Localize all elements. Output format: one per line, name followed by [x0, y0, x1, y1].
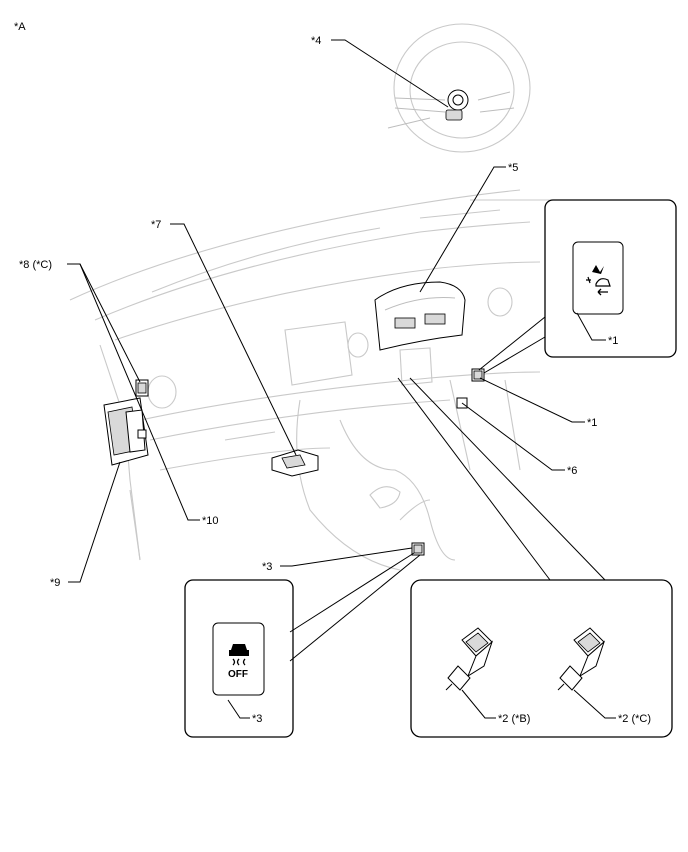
leader-lines [67, 39, 616, 719]
callout-2b: *2 (*B) [498, 713, 530, 725]
figure-label: *A [14, 21, 26, 33]
callout-7: *7 [151, 219, 161, 231]
callout-5: *5 [508, 162, 518, 174]
callout-8: *8 (*C) [19, 259, 52, 271]
callout-9: *9 [50, 577, 60, 589]
steering-wheel-illustration [387, 23, 531, 153]
switch-off-text: OFF [228, 669, 248, 680]
callout-1-inset: *1 [608, 335, 618, 347]
callout-3-inset: *3 [252, 713, 262, 725]
callout-10: *10 [202, 515, 219, 527]
part-10 [137, 429, 147, 439]
combination-meter-part [374, 281, 466, 351]
traction-control-off-icon [229, 644, 249, 666]
part-9-ecu [103, 397, 149, 466]
callout-4: *4 [311, 35, 321, 47]
connector-2c [557, 627, 606, 691]
callout-6: *6 [567, 465, 577, 477]
inset-switch-1 [544, 199, 677, 358]
inset-switch-3: OFF [184, 579, 294, 738]
vehicle-hazard-icon [586, 265, 611, 296]
callout-2c: *2 (*C) [618, 713, 651, 725]
connector-2b [445, 627, 494, 691]
part-8 [135, 379, 149, 397]
inset-connectors-2 [410, 579, 673, 738]
callout-1: *1 [587, 417, 597, 429]
part-7 [271, 449, 319, 477]
callout-3: *3 [262, 561, 272, 573]
